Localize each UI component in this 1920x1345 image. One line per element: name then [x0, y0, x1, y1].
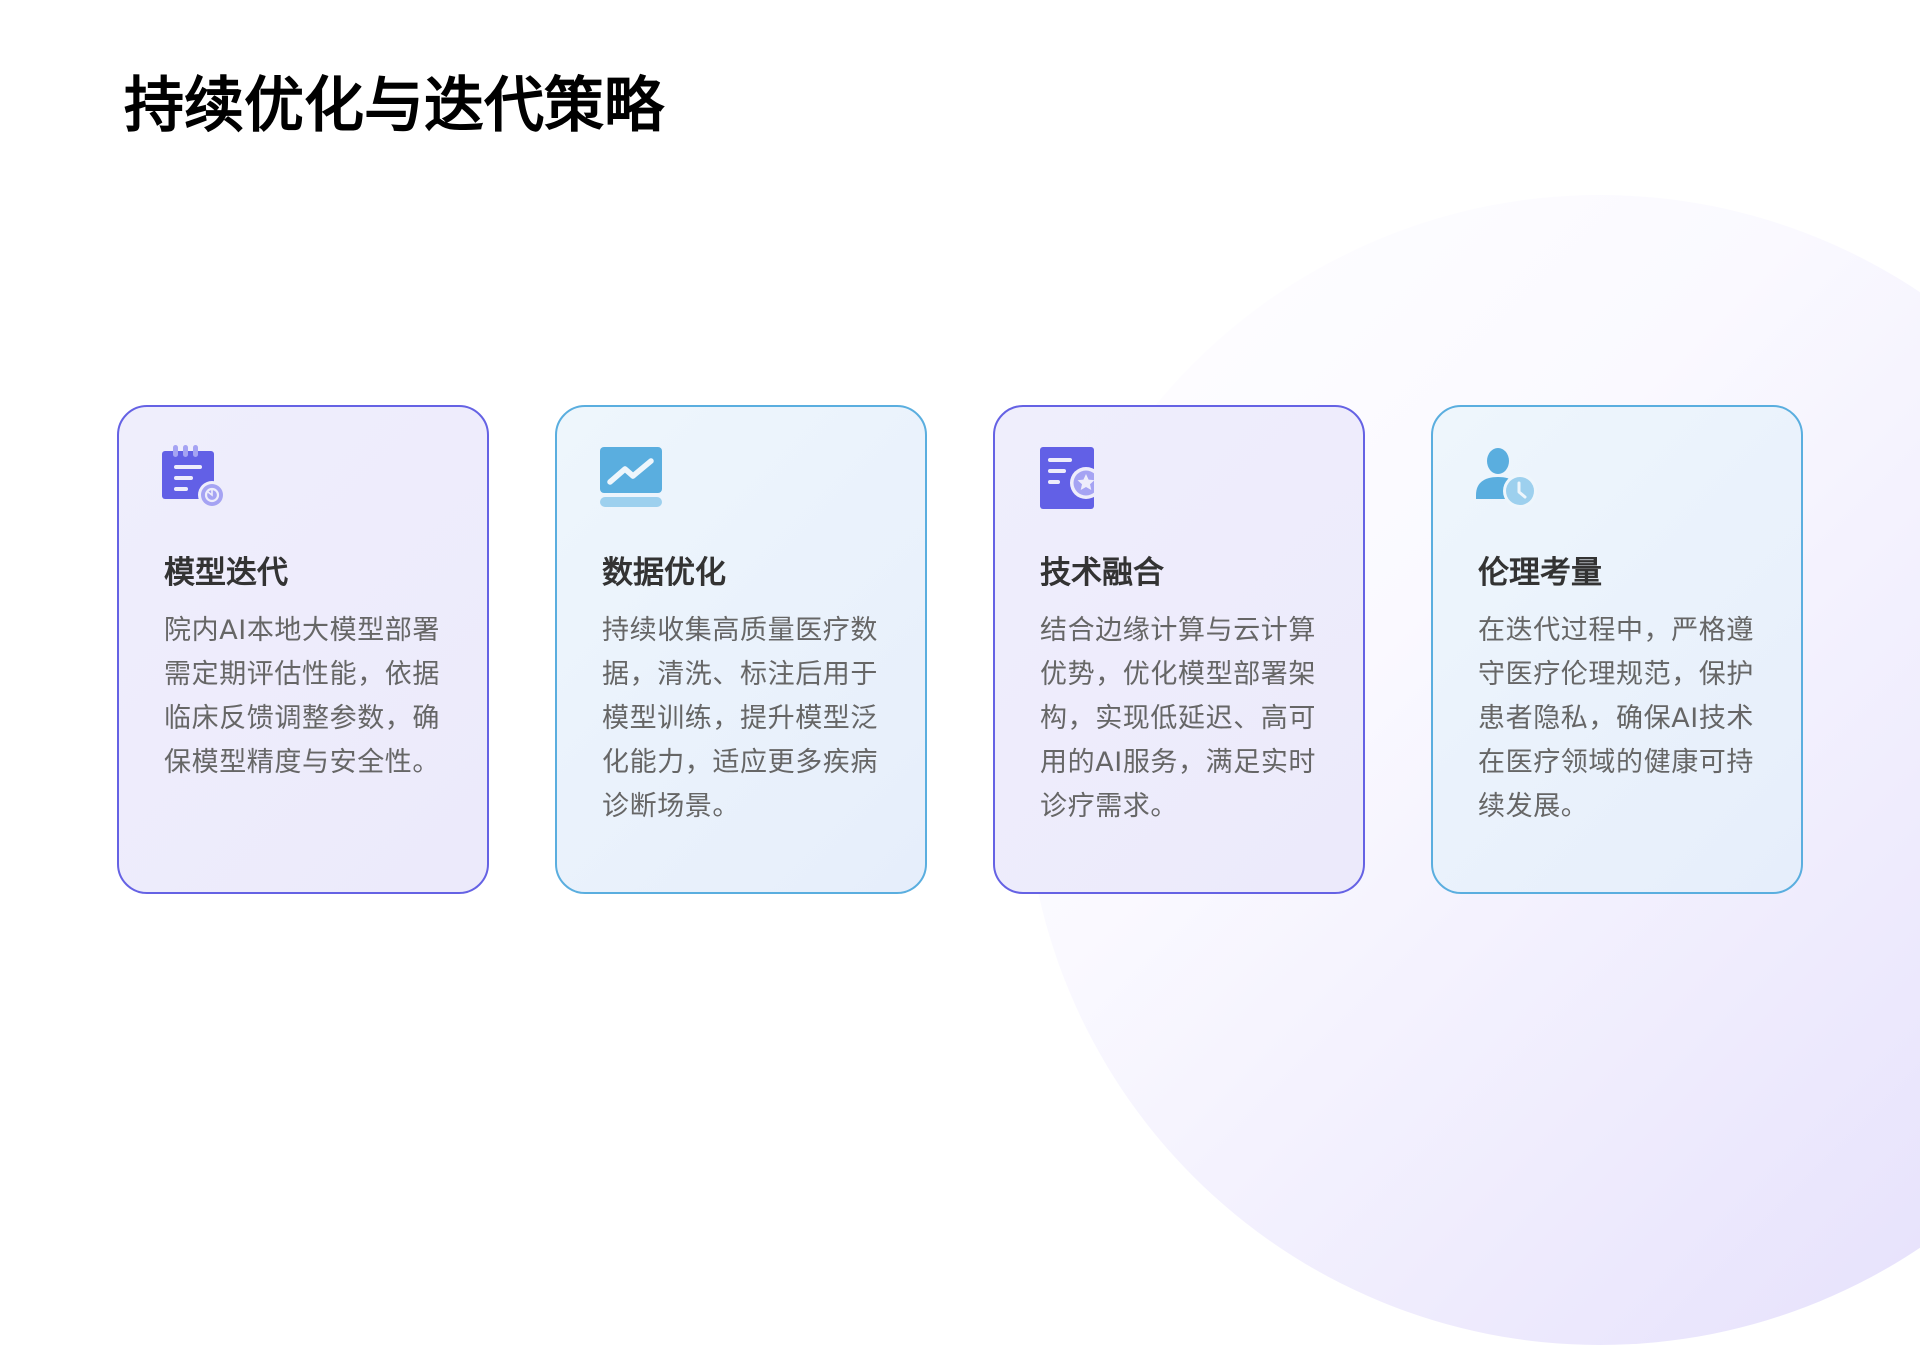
- notepad-timer-icon: [162, 445, 226, 509]
- trend-chart-icon: [600, 445, 664, 509]
- card-title: 技术融合: [1040, 555, 1164, 591]
- user-clock-icon: [1476, 445, 1540, 509]
- page-title: 持续优化与迭代策略: [124, 71, 664, 141]
- card-description: 持续收集高质量医疗数据，清洗、标注后用于模型训练，提升模型泛化能力，适应更多疾病…: [602, 615, 878, 822]
- card-model-iteration: 模型迭代 院内AI本地大模型部署需定期评估性能，依据临床反馈调整参数，确保模型精…: [117, 405, 489, 894]
- document-star-icon: [1038, 445, 1102, 509]
- strategy-cards: 模型迭代 院内AI本地大模型部署需定期评估性能，依据临床反馈调整参数，确保模型精…: [117, 405, 1803, 894]
- card-title: 模型迭代: [164, 555, 288, 591]
- card-title: 伦理考量: [1478, 555, 1602, 591]
- card-description: 院内AI本地大模型部署需定期评估性能，依据临床反馈调整参数，确保模型精度与安全性…: [164, 615, 441, 778]
- card-description: 在迭代过程中，严格遵守医疗伦理规范，保护患者隐私，确保AI技术在医疗领域的健康可…: [1478, 615, 1755, 822]
- card-tech-integration: 技术融合 结合边缘计算与云计算优势，优化模型部署架构，实现低延迟、高可用的AI服…: [993, 405, 1365, 894]
- card-description: 结合边缘计算与云计算优势，优化模型部署架构，实现低延迟、高可用的AI服务，满足实…: [1040, 615, 1317, 822]
- card-title: 数据优化: [602, 555, 726, 591]
- card-data-optimization: 数据优化 持续收集高质量医疗数据，清洗、标注后用于模型训练，提升模型泛化能力，适…: [555, 405, 927, 894]
- card-ethics: 伦理考量 在迭代过程中，严格遵守医疗伦理规范，保护患者隐私，确保AI技术在医疗领…: [1431, 405, 1803, 894]
